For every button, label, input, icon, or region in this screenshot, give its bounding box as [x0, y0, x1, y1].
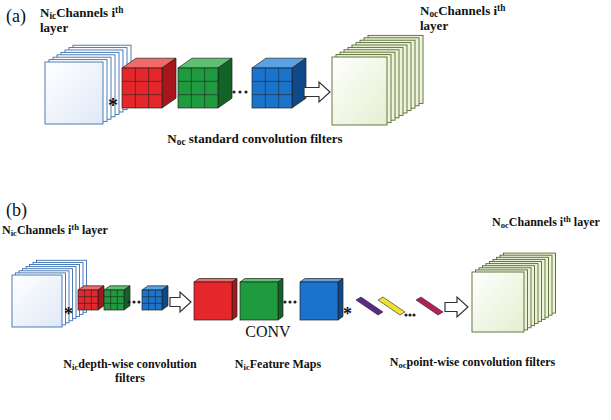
ellipsis-dot [238, 90, 241, 93]
ellipsis-dot [288, 300, 291, 303]
layer-label: NicChannels ith layer [2, 224, 117, 238]
conv-filter-cube [162, 58, 176, 108]
subscript: ic [244, 362, 250, 372]
filter-grid [122, 94, 162, 95]
filter-grid [142, 303, 162, 304]
superscript: th [563, 214, 571, 224]
filter-grid [78, 303, 98, 304]
pointwise-filter [416, 297, 443, 315]
filter-grid [78, 296, 98, 297]
feature-map [338, 279, 343, 321]
conv-filter-cube [218, 58, 232, 108]
depthwise-filter-cube [98, 286, 104, 310]
ellipsis-dot [137, 300, 140, 303]
feature-map [240, 282, 278, 320]
convolution-symbol: * [108, 94, 124, 117]
hollow-arrow [445, 297, 468, 317]
subscript: oc [398, 360, 406, 370]
layer-label: NicChannels ith layer [40, 6, 140, 36]
subscript: ic [11, 228, 17, 238]
feature-map [194, 279, 237, 283]
pointwise-filter [378, 297, 405, 315]
ellipsis-dot [404, 313, 407, 316]
output-channel-stack [332, 57, 387, 125]
filter-grid [84, 290, 85, 310]
input-channel-stack [12, 275, 62, 327]
filter-grid [178, 81, 218, 82]
filter-grid [155, 290, 156, 310]
layer-label: NocChannels ith layer [420, 4, 530, 34]
ellipsis-dot [283, 300, 286, 303]
filter-grid [278, 68, 279, 108]
subscript: oc [501, 220, 509, 230]
filter-grid [252, 94, 292, 95]
hollow-arrow [170, 292, 191, 312]
convolution-symbol: * [343, 304, 357, 325]
filter-grid [265, 68, 266, 108]
convolution-symbol: * [64, 304, 78, 325]
superscript: th [115, 5, 123, 15]
filter-grid [142, 296, 162, 297]
conv-filter-cube [252, 68, 292, 108]
conv-filter-cube [178, 68, 218, 108]
conv-filter-cube [292, 58, 306, 108]
feature-map [194, 282, 232, 320]
ellipsis-dot [232, 90, 235, 93]
filter-grid [135, 68, 136, 108]
feature-map [300, 279, 343, 283]
filter-caption: Noc standard convolution filters [160, 132, 350, 147]
feature-map-caption: NicFeature Maps [208, 358, 348, 372]
filter-grid [122, 81, 162, 82]
ellipsis-dot [244, 90, 247, 93]
depthwise-filter-cube [142, 290, 162, 310]
ellipsis-dot [132, 300, 135, 303]
feature-map [300, 282, 338, 320]
filter-caption: Nicdepth-wise convolution filters [50, 358, 210, 386]
subscript: ic [49, 11, 56, 21]
filter-grid [148, 290, 149, 310]
depthwise-filter-cube [162, 286, 168, 310]
input-channel-stack [45, 62, 103, 124]
hollow-arrow [304, 82, 330, 102]
ellipsis-dot [408, 313, 411, 316]
filter-grid [148, 68, 149, 108]
filter-grid [204, 68, 205, 108]
depthwise-filter-cube [104, 290, 124, 310]
panel-letter: (b) [6, 200, 46, 221]
filter-grid [104, 303, 124, 304]
subscript: oc [177, 137, 186, 147]
filter-grid [110, 290, 111, 310]
filter-grid [91, 290, 92, 310]
depthwise-filter-cube [78, 290, 98, 310]
subscript: oc [429, 9, 438, 19]
ellipsis-dot [412, 313, 415, 316]
filter-grid [117, 290, 118, 310]
filter-grid [191, 68, 192, 108]
filter-grid [104, 296, 124, 297]
superscript: th [71, 222, 79, 232]
depthwise-filter-cube [124, 286, 130, 310]
filter-grid [178, 94, 218, 95]
output-channel-stack [472, 272, 524, 332]
filter-caption: Nocpoint-wise convolution filters [385, 356, 560, 370]
conv-label: CONV [228, 323, 308, 341]
ellipsis-dot [127, 300, 130, 303]
superscript: th [497, 3, 505, 13]
ellipsis-dot [293, 300, 296, 303]
filter-grid [252, 81, 292, 82]
subscript: ic [72, 362, 78, 372]
feature-map [240, 279, 283, 283]
layer-label: NocChannels ith layer [492, 216, 607, 230]
feature-map [232, 279, 237, 321]
feature-map [278, 279, 283, 321]
conv-filter-cube [122, 68, 162, 108]
